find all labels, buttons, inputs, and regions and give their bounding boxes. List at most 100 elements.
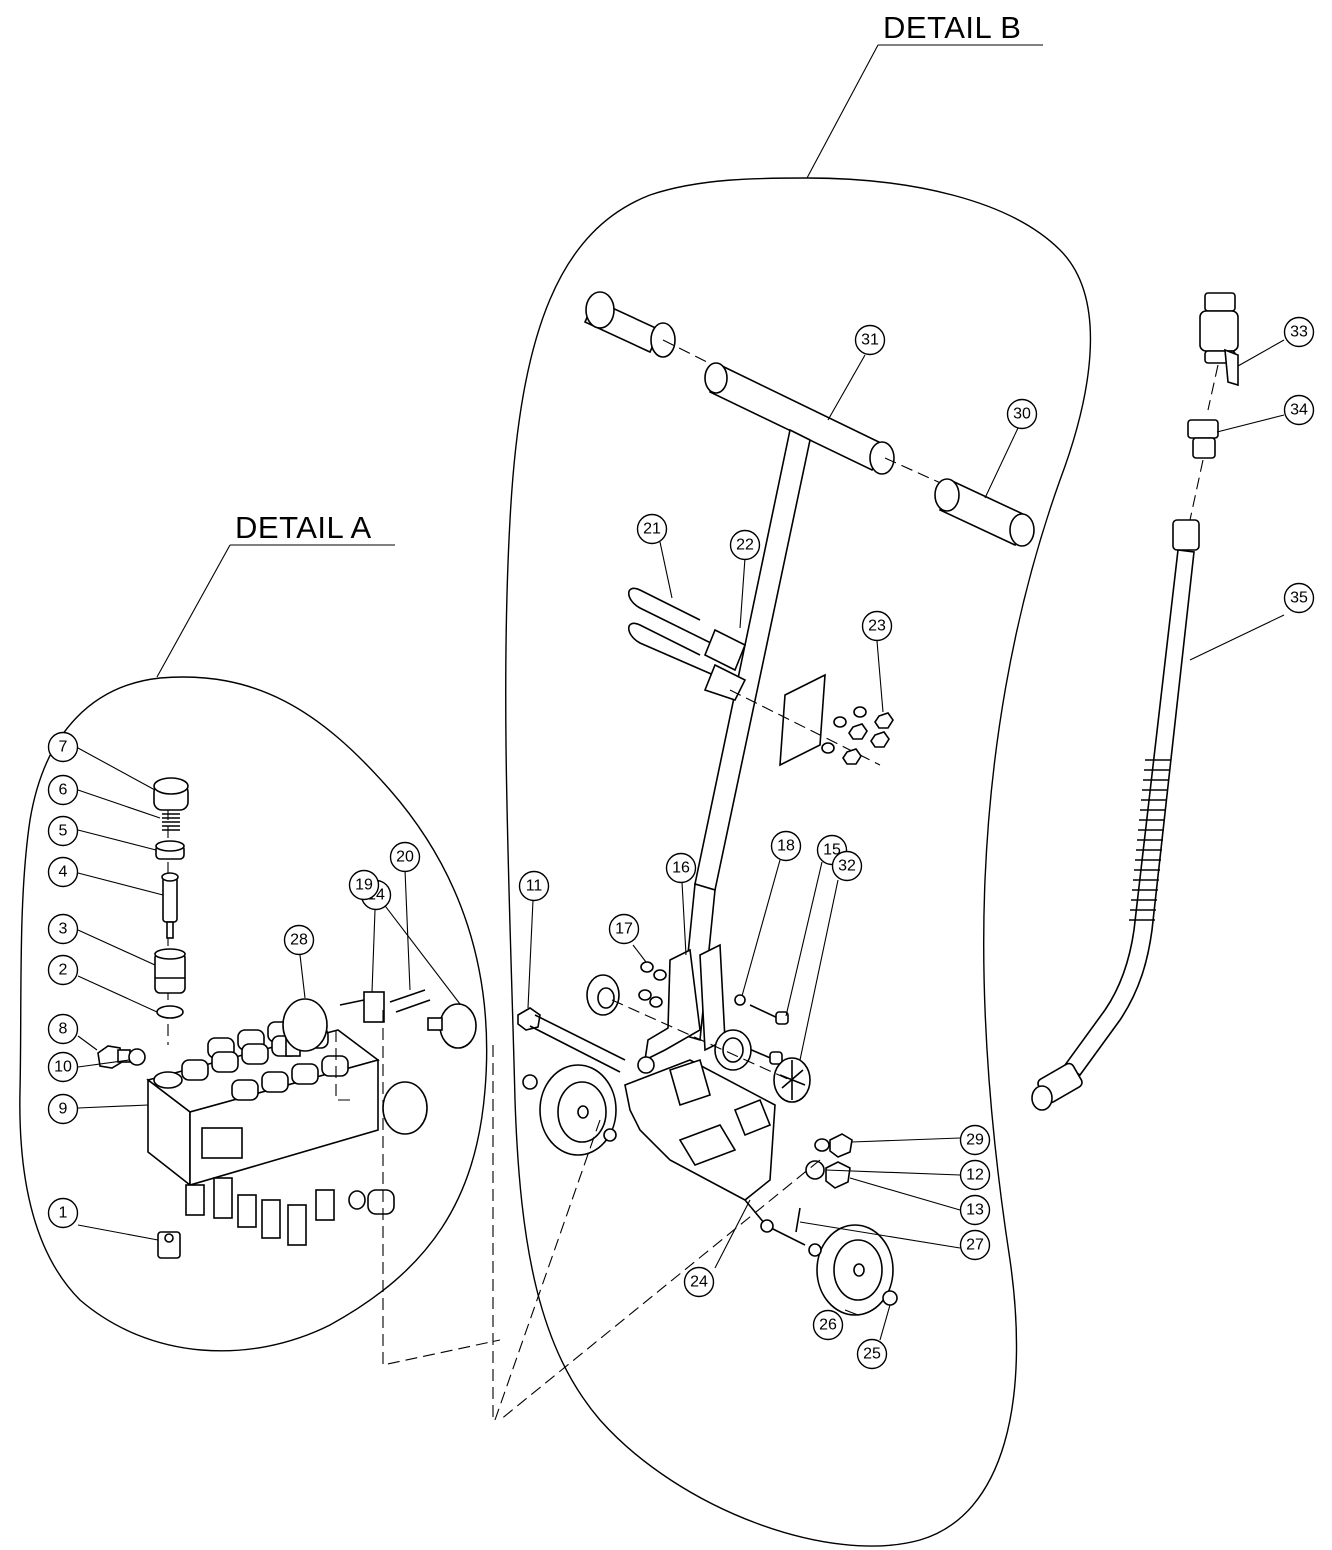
part-1-fitting xyxy=(157,1231,181,1259)
balloon-label: 31 xyxy=(861,332,879,349)
balloon-label: 29 xyxy=(966,1132,984,1149)
balloon-11: 11 xyxy=(518,870,550,902)
balloon-label: 12 xyxy=(966,1167,984,1184)
part-9-manifold xyxy=(146,1021,380,1246)
balloon-24: 24 xyxy=(683,1266,715,1298)
part-16-bracket xyxy=(643,943,726,1062)
balloon-20: 20 xyxy=(389,841,421,873)
balloon-19: 19 xyxy=(348,869,380,901)
balloon-label: 8 xyxy=(59,1021,68,1038)
part-23-nuts xyxy=(729,689,894,766)
balloon-32: 32 xyxy=(831,850,863,882)
part-12-washer xyxy=(805,1160,825,1180)
part-24-frame xyxy=(624,1058,776,1231)
part-27-cotter-pin xyxy=(795,1207,801,1233)
balloon-label: 22 xyxy=(736,537,754,554)
part-30-handle-grip-right xyxy=(934,478,1035,547)
part-13-nut xyxy=(825,1161,851,1189)
part-33-coupler xyxy=(1199,292,1239,387)
balloon-label: 23 xyxy=(868,618,886,635)
balloon-label: 13 xyxy=(966,1202,984,1219)
part-14-bracket xyxy=(339,991,385,1023)
balloon-label: 26 xyxy=(819,1317,837,1334)
balloon-3: 3 xyxy=(47,913,79,945)
balloon-23: 23 xyxy=(861,610,893,642)
balloon-13: 13 xyxy=(959,1194,991,1226)
balloon-30: 30 xyxy=(1006,398,1038,430)
part-26-wheel-right xyxy=(816,1224,894,1316)
balloon-label: 9 xyxy=(59,1101,68,1118)
balloon-21: 21 xyxy=(636,513,668,545)
part-35-hose xyxy=(1031,519,1200,1111)
balloon-label: 4 xyxy=(59,864,68,881)
part-2-washer xyxy=(156,1005,184,1019)
detail-b-parts xyxy=(494,291,1035,1421)
detail-b-title: DETAIL B xyxy=(883,10,1022,45)
washer-left-inner xyxy=(603,1128,617,1142)
side-plug xyxy=(348,1189,395,1215)
part-11-axle-bolt xyxy=(517,1007,626,1073)
balloon-29: 29 xyxy=(959,1124,991,1156)
balloon-label: 27 xyxy=(966,1237,984,1254)
balloon-label: 34 xyxy=(1290,402,1308,419)
washer-29 xyxy=(814,1138,830,1152)
part-5-ring xyxy=(155,840,185,860)
gear-left xyxy=(586,974,620,1016)
balloon-label: 35 xyxy=(1290,590,1308,607)
mount-plate xyxy=(779,673,826,767)
leader-lines xyxy=(77,339,1285,1341)
balloon-18: 18 xyxy=(770,830,802,862)
part-6-spring xyxy=(162,813,180,831)
part-3-body xyxy=(154,948,186,994)
balloon-28: 28 xyxy=(283,924,315,956)
balloon-label: 7 xyxy=(59,739,68,756)
balloon-10: 10 xyxy=(47,1051,79,1083)
balloon-35: 35 xyxy=(1283,582,1315,614)
part-21-ubolt xyxy=(627,587,726,681)
balloon-31: 31 xyxy=(854,324,886,356)
part-22-clamp-plate xyxy=(703,628,747,701)
balloon-label: 33 xyxy=(1290,324,1308,341)
part-32-gear xyxy=(773,1057,811,1103)
balloon-label: 30 xyxy=(1013,406,1031,423)
balloon-label: 21 xyxy=(643,521,661,538)
balloon-4: 4 xyxy=(47,856,79,888)
part-17-nuts xyxy=(638,961,667,1008)
balloon-label: 28 xyxy=(290,932,308,949)
part-10-oring xyxy=(128,1048,146,1066)
detail-b-title-leader xyxy=(806,44,1043,179)
balloon-22: 22 xyxy=(729,529,761,561)
detail-a-title: DETAIL A xyxy=(235,510,372,545)
part-19-ring-pin xyxy=(427,1003,477,1049)
part-28-gauge xyxy=(282,998,328,1057)
balloon-2: 2 xyxy=(47,954,79,986)
balloon-label: 32 xyxy=(838,858,856,875)
balloon-5: 5 xyxy=(47,815,79,847)
balloon-label: 19 xyxy=(355,877,373,894)
balloon-label: 16 xyxy=(672,860,690,877)
balloon-label: 15 xyxy=(823,842,841,859)
balloon-label: 1 xyxy=(59,1205,68,1222)
balloon-label: 5 xyxy=(59,823,68,840)
part-8-fitting xyxy=(97,1045,131,1069)
balloon-label: 6 xyxy=(59,782,68,799)
balloon-label: 3 xyxy=(59,921,68,938)
balloon-33: 33 xyxy=(1283,316,1315,348)
balloon-label: 2 xyxy=(59,962,68,979)
part-4-piston xyxy=(161,872,179,939)
balloon-17: 17 xyxy=(608,913,640,945)
washer-left-outer xyxy=(522,1074,538,1090)
detail-a-parts xyxy=(97,777,501,1420)
part-29-nut xyxy=(829,1133,853,1158)
balloon-7: 7 xyxy=(47,731,79,763)
hose-assembly xyxy=(1031,292,1239,1111)
spacer xyxy=(637,1056,655,1074)
axle-right xyxy=(760,1219,806,1246)
part-28-gauge-2 xyxy=(382,1081,428,1135)
balloon-label: 10 xyxy=(54,1059,72,1076)
part-34-nipple xyxy=(1187,419,1219,459)
balloon-label: 11 xyxy=(526,878,543,895)
part-31-handle-grip-left xyxy=(583,291,676,358)
part-26-wheel-left xyxy=(539,1064,617,1156)
